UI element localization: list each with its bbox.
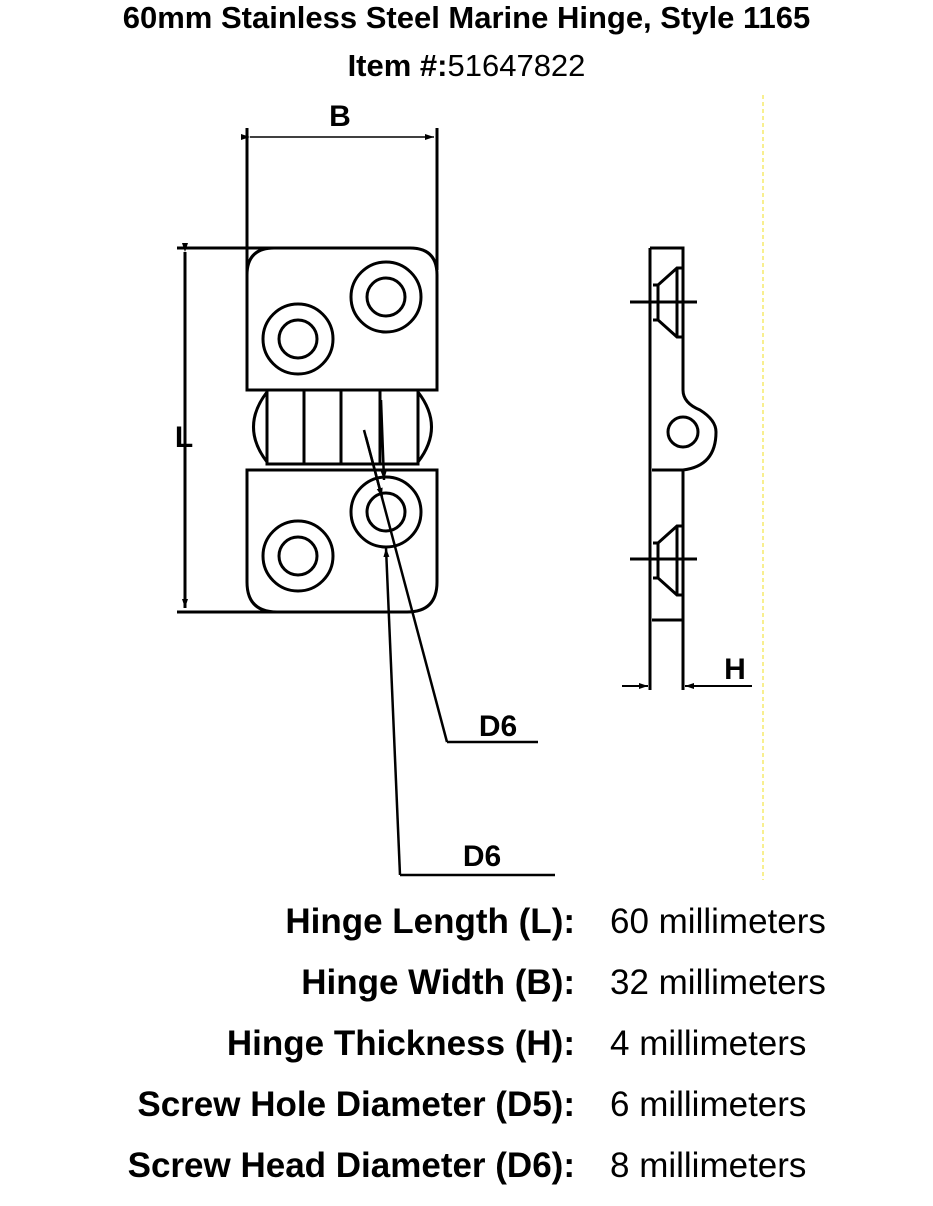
spec-row-head-diameter: Screw Head Diameter (D6): 8 millimeters <box>0 1146 933 1206</box>
item-number: 51647822 <box>447 48 586 83</box>
spec-value: 8 millimeters <box>610 1146 807 1185</box>
bottom-leaf <box>245 468 439 614</box>
spec-label: Screw Head Diameter (D6): <box>127 1146 575 1185</box>
hinge-diagram: B L H D6 D6 <box>175 95 764 880</box>
spec-label: Hinge Width (B): <box>301 963 575 1002</box>
spec-label: Hinge Length (L): <box>285 902 575 941</box>
length-dimension <box>177 243 300 614</box>
spec-label: Screw Hole Diameter (D5): <box>137 1085 575 1124</box>
spec-row-hole-diameter: Screw Hole Diameter (D5): 6 millimeters <box>0 1085 933 1145</box>
label-l: L <box>175 421 193 454</box>
item-label: Item #: <box>347 48 448 83</box>
top-leaf <box>245 246 439 392</box>
spec-row-thickness: Hinge Thickness (H): 4 millimeters <box>0 1024 933 1084</box>
spec-value: 32 millimeters <box>610 963 826 1002</box>
item-number-line: Item #:51647822 <box>0 48 933 84</box>
d6-leader-upper <box>362 429 538 744</box>
label-d6-upper: D6 <box>479 710 517 743</box>
spec-row-length: Hinge Length (L): 60 millimeters <box>0 902 933 962</box>
spec-value: 4 millimeters <box>610 1024 807 1063</box>
spec-value: 60 millimeters <box>610 902 826 941</box>
spec-value: 6 millimeters <box>610 1085 807 1124</box>
hinge-knuckle <box>252 388 433 466</box>
spec-label: Hinge Thickness (H): <box>226 1024 575 1063</box>
side-view <box>622 246 752 690</box>
label-b: B <box>329 100 351 133</box>
product-title: 60mm Stainless Steel Marine Hinge, Style… <box>122 0 811 35</box>
spec-row-width: Hinge Width (B): 32 millimeters <box>0 963 933 1023</box>
d6-leader-lower <box>379 399 555 877</box>
label-d6-lower: D6 <box>463 840 501 873</box>
label-h: H <box>724 653 746 686</box>
width-dimension <box>241 128 439 390</box>
